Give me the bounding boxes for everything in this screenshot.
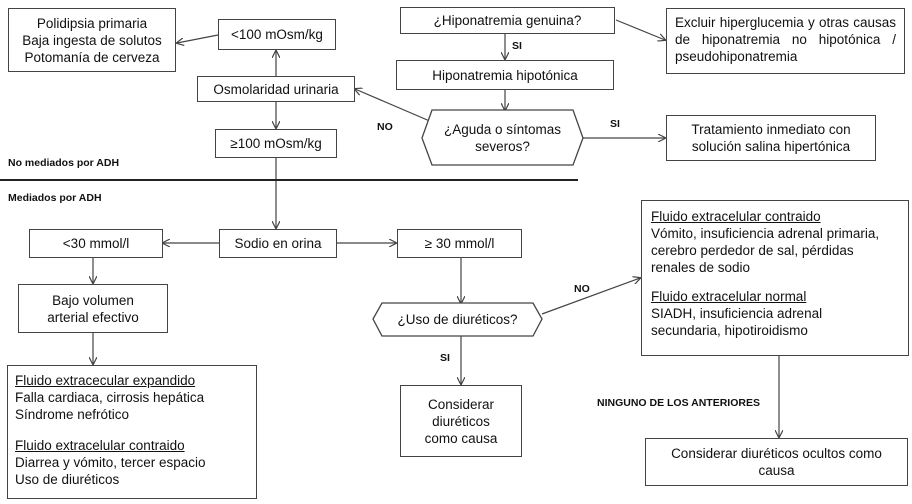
box-bajo-volumen: Bajo volumen arterial efectivo [18, 284, 168, 333]
lt100-osm-text: <100 mOsm/kg [231, 27, 323, 42]
expandido-title-1: Fluido extracecular expandido [15, 373, 196, 388]
polidipsia-line-3: Potomanía de cerveza [24, 49, 160, 65]
arrow-uso-to-contraido [541, 278, 640, 315]
label-no-mediados: No mediados por ADH [8, 157, 120, 169]
box-polidipsia: Polidipsia primaria Baja ingesta de solu… [8, 8, 176, 72]
box-excluir: Excluir hiperglucemia y otras causas de … [666, 8, 905, 74]
decision-aguda-text: ¿Aguda o síntomas severos? [430, 112, 575, 164]
box-fluido-expandido: Fluido extracecular expandido Falla card… [7, 365, 257, 499]
sodio-orina-text: Sodio en orina [234, 236, 322, 251]
bajo-volumen-line-1: Bajo volumen [52, 292, 134, 308]
expandido-line-2: Síndrome nefrótico [15, 407, 130, 422]
decision-aguda-shape [421, 109, 584, 166]
uso-diureticos-text: ¿Uso de diuréticos? [397, 312, 518, 327]
considerar-line-2: diuréticos [432, 413, 490, 429]
arrow-genuina-to-excluir [615, 19, 665, 40]
arrow-aguda-to-osm [355, 89, 433, 123]
contraido-line-1: Vómito, insuficiencia adrenal primaria, [651, 226, 880, 241]
label-no-uso: NO [574, 283, 590, 295]
expandido-title-2: Fluido extracelular contraido [15, 438, 185, 453]
box-fluido-contraido-normal: Fluido extracelular contraido Vómito, in… [641, 200, 909, 356]
hiponatremia-hipotonica-text: Hiponatremia hipotónica [432, 67, 578, 83]
expandido-line-3: Diarrea y vómito, tercer espacio [15, 455, 206, 470]
bajo-volumen-line-2: arterial efectivo [47, 309, 139, 325]
normal-line-2: secundaria, hipotiroidismo [651, 323, 808, 338]
osmolaridad-urinaria-text: Osmolaridad urinaria [213, 81, 339, 97]
label-si-uso: SI [440, 352, 450, 364]
box-hiponatremia-genuina: ¿Hiponatremia genuina? [400, 7, 615, 34]
box-tratamiento: Tratamiento inmediato con solución salin… [666, 115, 876, 161]
considerar-line-3: como causa [424, 430, 498, 446]
polidipsia-line-1: Polidipsia primaria [36, 15, 148, 31]
decision-uso-text: ¿Uso de diuréticos? [380, 305, 535, 334]
label-mediados: Mediados por ADH [8, 192, 102, 204]
considerar-line-1: Considerar [427, 396, 495, 412]
box-lt100-osm: <100 mOsm/kg [218, 19, 336, 50]
box-osmolaridad-urinaria: Osmolaridad urinaria [197, 76, 355, 102]
aguda-line-2: severos? [475, 139, 530, 154]
ocultos-line-1: Considerar diuréticos ocultos como [671, 446, 882, 461]
polidipsia-line-2: Baja ingesta de solutos [22, 32, 162, 48]
label-si-genuina: SI [512, 40, 522, 52]
box-considerar-ocultos: Considerar diuréticos ocultos como causa [645, 438, 908, 486]
box-ge30: ≥ 30 mmol/l [397, 229, 522, 258]
box-ge100-osm: ≥100 mOsm/kg [215, 129, 337, 158]
label-ninguno: NINGUNO DE LOS ANTERIORES [597, 397, 760, 409]
box-sodio-orina: Sodio en orina [219, 229, 337, 258]
box-considerar-causa: Considerar diuréticos como causa [400, 385, 522, 457]
box-lt30: <30 mmol/l [29, 229, 163, 258]
tratamiento-line-1: Tratamiento inmediato con [691, 122, 851, 137]
aguda-line-1: ¿Aguda o síntomas [443, 122, 562, 137]
normal-title: Fluido extracelular normal [651, 289, 807, 304]
box-hiponatremia-hipotonica: Hiponatremia hipotónica [396, 60, 614, 90]
expandido-line-1: Falla cardiaca, cirrosis hepática [15, 390, 205, 405]
excluir-text: Excluir hiperglucemia y otras causas de … [675, 15, 896, 64]
contraido-line-3: renales de sodio [651, 260, 751, 275]
contraido-line-2: cerebro perdedor de sal, pérdidas [651, 243, 854, 258]
ge100-osm-text: ≥100 mOsm/kg [230, 136, 322, 151]
expandido-line-4: Uso de diuréticos [15, 472, 120, 487]
arrow-lt100-to-polidipsia [177, 34, 219, 43]
label-no-aguda: NO [377, 121, 393, 133]
normal-line-1: SIADH, insuficiencia adrenal [651, 306, 823, 321]
tratamiento-line-2: solución salina hipertónica [691, 139, 851, 154]
label-si-aguda: SI [610, 118, 620, 130]
hiponatremia-genuina-text: ¿Hiponatremia genuina? [433, 13, 582, 28]
ocultos-line-2: causa [758, 463, 795, 478]
lt30-text: <30 mmol/l [62, 236, 130, 251]
contraido-title-1: Fluido extracelular contraido [651, 209, 821, 224]
ge30-text: ≥ 30 mmol/l [424, 236, 495, 251]
decision-uso-shape [372, 302, 543, 337]
